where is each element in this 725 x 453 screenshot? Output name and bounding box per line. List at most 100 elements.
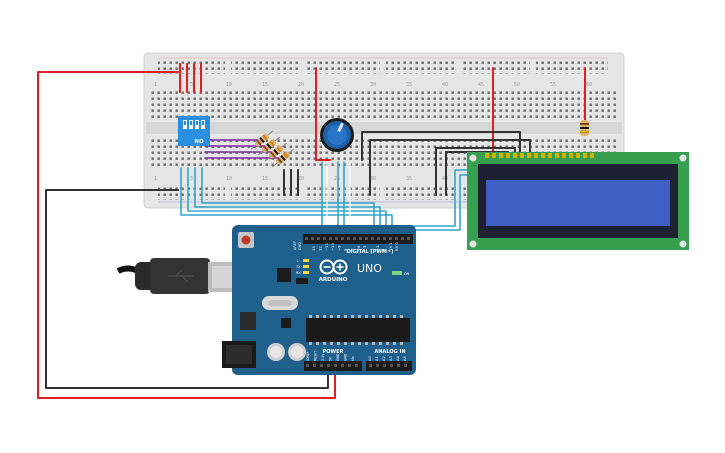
breadboard-col-number: 5 xyxy=(190,82,193,88)
analog-pin-label: A1 xyxy=(375,356,379,361)
breadboard-col-number: 10 xyxy=(226,176,232,182)
lcd-pin xyxy=(548,153,552,158)
lcd-pin xyxy=(485,153,489,158)
digital-pin-label: ~10 xyxy=(330,242,335,251)
voltage-regulator xyxy=(240,312,256,330)
arduino-logo xyxy=(319,259,348,275)
power-label: POWER xyxy=(323,349,344,355)
lcd-pin xyxy=(562,153,566,158)
usb-chip xyxy=(277,268,291,282)
l-led-label: L xyxy=(297,259,299,263)
breadboard-col-number: 25 xyxy=(334,176,340,182)
digital-header-label: DIGITAL (PWM~) xyxy=(347,249,394,255)
reset-button[interactable] xyxy=(238,232,254,248)
lcd-pin xyxy=(555,153,559,158)
analog-pin-label: A0 xyxy=(368,356,372,361)
breadboard-col-number: 20 xyxy=(298,82,304,88)
digital-pin-label: 8 xyxy=(343,248,348,251)
dc-power-jack xyxy=(222,341,256,368)
breadboard-col-number: 15 xyxy=(262,82,268,88)
arduino-logo-text: ARDUINO xyxy=(319,277,348,283)
digital-pin-label: ~5 xyxy=(362,245,367,251)
power-header xyxy=(304,361,362,371)
resistor xyxy=(271,148,295,168)
red-5v-wire xyxy=(37,71,336,399)
breadboard-col-number: 20 xyxy=(298,176,304,182)
digital-pin-label: ~3 xyxy=(375,245,380,251)
digital-pin-label: ~11 xyxy=(324,242,329,251)
analog-header xyxy=(366,361,412,371)
arduino-model-text: UNO xyxy=(357,262,382,275)
resistor xyxy=(250,130,274,150)
breadboard-col-number: 45 xyxy=(478,82,484,88)
digital-pin-label: 2 xyxy=(381,248,386,251)
power-pin-label: 3.3V xyxy=(321,353,325,361)
usb-icon xyxy=(168,269,194,283)
lcd-display xyxy=(467,152,689,250)
power-pin-label: RESET xyxy=(314,351,318,361)
lcd-pin xyxy=(513,153,517,158)
power-pin-label: GND xyxy=(336,353,340,361)
upper-terminal-strip xyxy=(150,88,616,118)
breadboard-col-number: 55 xyxy=(550,82,556,88)
red-rail-jumpers xyxy=(179,63,586,161)
power-pin-label: GND xyxy=(344,353,348,361)
digital-pin-label: 7 xyxy=(349,248,354,251)
breadboard-col-number: 35 xyxy=(406,176,412,182)
on-led-label: ON xyxy=(404,272,410,276)
lcd-pin xyxy=(520,153,524,158)
digital-pin-label: RX 0 xyxy=(394,242,399,251)
lcd-pin xyxy=(590,153,594,158)
lcd-screen xyxy=(486,180,670,226)
resistor xyxy=(257,136,281,156)
breadboard-col-number: 25 xyxy=(334,82,340,88)
black-gnd-wire xyxy=(45,189,329,389)
analog-pin-label: A3 xyxy=(389,356,393,361)
digital-pin-label: ~6 xyxy=(356,245,361,251)
breadboard-col-number: 1 xyxy=(154,176,157,182)
digital-pin-label: 4 xyxy=(369,248,374,251)
breadboard-col-number: 1 xyxy=(154,82,157,88)
breadboard-col-number: 10 xyxy=(226,82,232,88)
digital-header xyxy=(303,234,413,244)
rx-led-label: RX xyxy=(296,271,301,275)
on-led xyxy=(392,271,402,275)
arduino-uno: ARDUINO UNO DIGITAL (PWM~) POWER ANALOG … xyxy=(222,225,416,375)
breadboard-col-number: 30 xyxy=(370,82,376,88)
lcd-pin xyxy=(583,153,587,158)
analog-pin-label: A2 xyxy=(382,356,386,361)
breadboard-col-number: 35 xyxy=(406,82,412,88)
analog-label: ANALOG IN xyxy=(374,349,405,355)
lcd-pin xyxy=(569,153,573,158)
tx-led-label: TX xyxy=(295,265,301,269)
lcd-pin xyxy=(527,153,531,158)
breadboard-col-number: 60 xyxy=(586,82,592,88)
resistor-array xyxy=(250,130,295,168)
resistor xyxy=(264,142,288,162)
gnd-label: GND xyxy=(298,242,302,250)
aref-label: AREF xyxy=(293,241,297,250)
breadboard-col-number: 50 xyxy=(514,82,520,88)
dip-switch[interactable]: NO xyxy=(178,116,210,146)
lcd-pin xyxy=(506,153,510,158)
lcd-pin xyxy=(492,153,496,158)
lcd-pin xyxy=(534,153,538,158)
breadboard-col-number: 40 xyxy=(442,82,448,88)
lcd-backlight-resistor xyxy=(580,120,589,136)
potentiometer[interactable] xyxy=(320,118,354,152)
atmega-chip xyxy=(306,318,410,342)
analog-pin-label: A5 xyxy=(403,356,407,361)
analog-pin-label: A4 xyxy=(396,356,400,361)
lcd-pin xyxy=(541,153,545,158)
dip-switch-label: NO xyxy=(194,139,204,145)
digital-pin-label: 13 xyxy=(311,246,316,251)
capacitors xyxy=(267,343,306,361)
lcd-pin xyxy=(499,153,503,158)
breadboard-col-number: 5 xyxy=(190,176,193,182)
power-pin-label: Vin xyxy=(351,356,355,361)
status-leds xyxy=(303,259,402,275)
digital-pin-label: ~9 xyxy=(337,245,342,251)
wires xyxy=(37,63,586,399)
power-pin-label: IOREF xyxy=(306,351,310,361)
